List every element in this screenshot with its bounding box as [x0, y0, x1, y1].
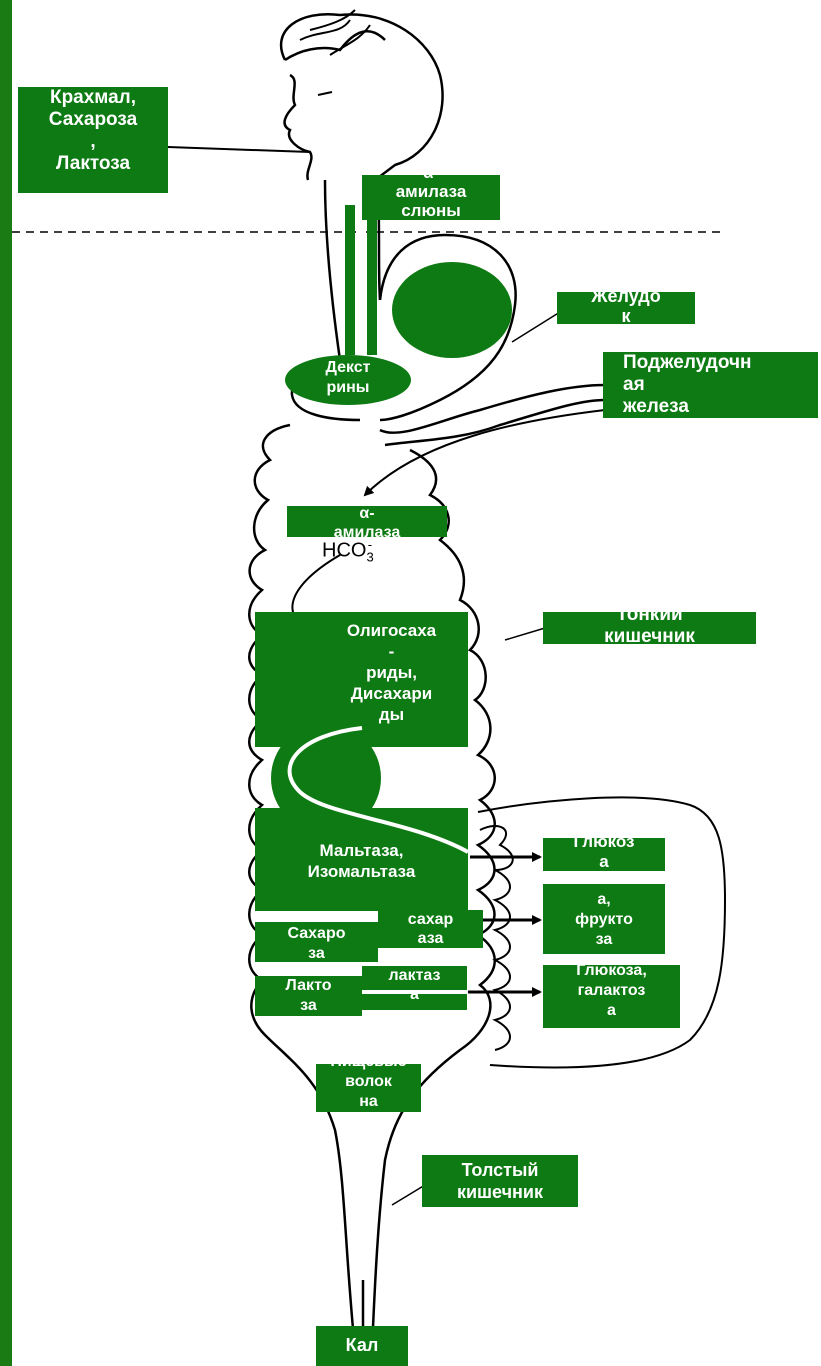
white-reaction-curve	[290, 728, 468, 852]
